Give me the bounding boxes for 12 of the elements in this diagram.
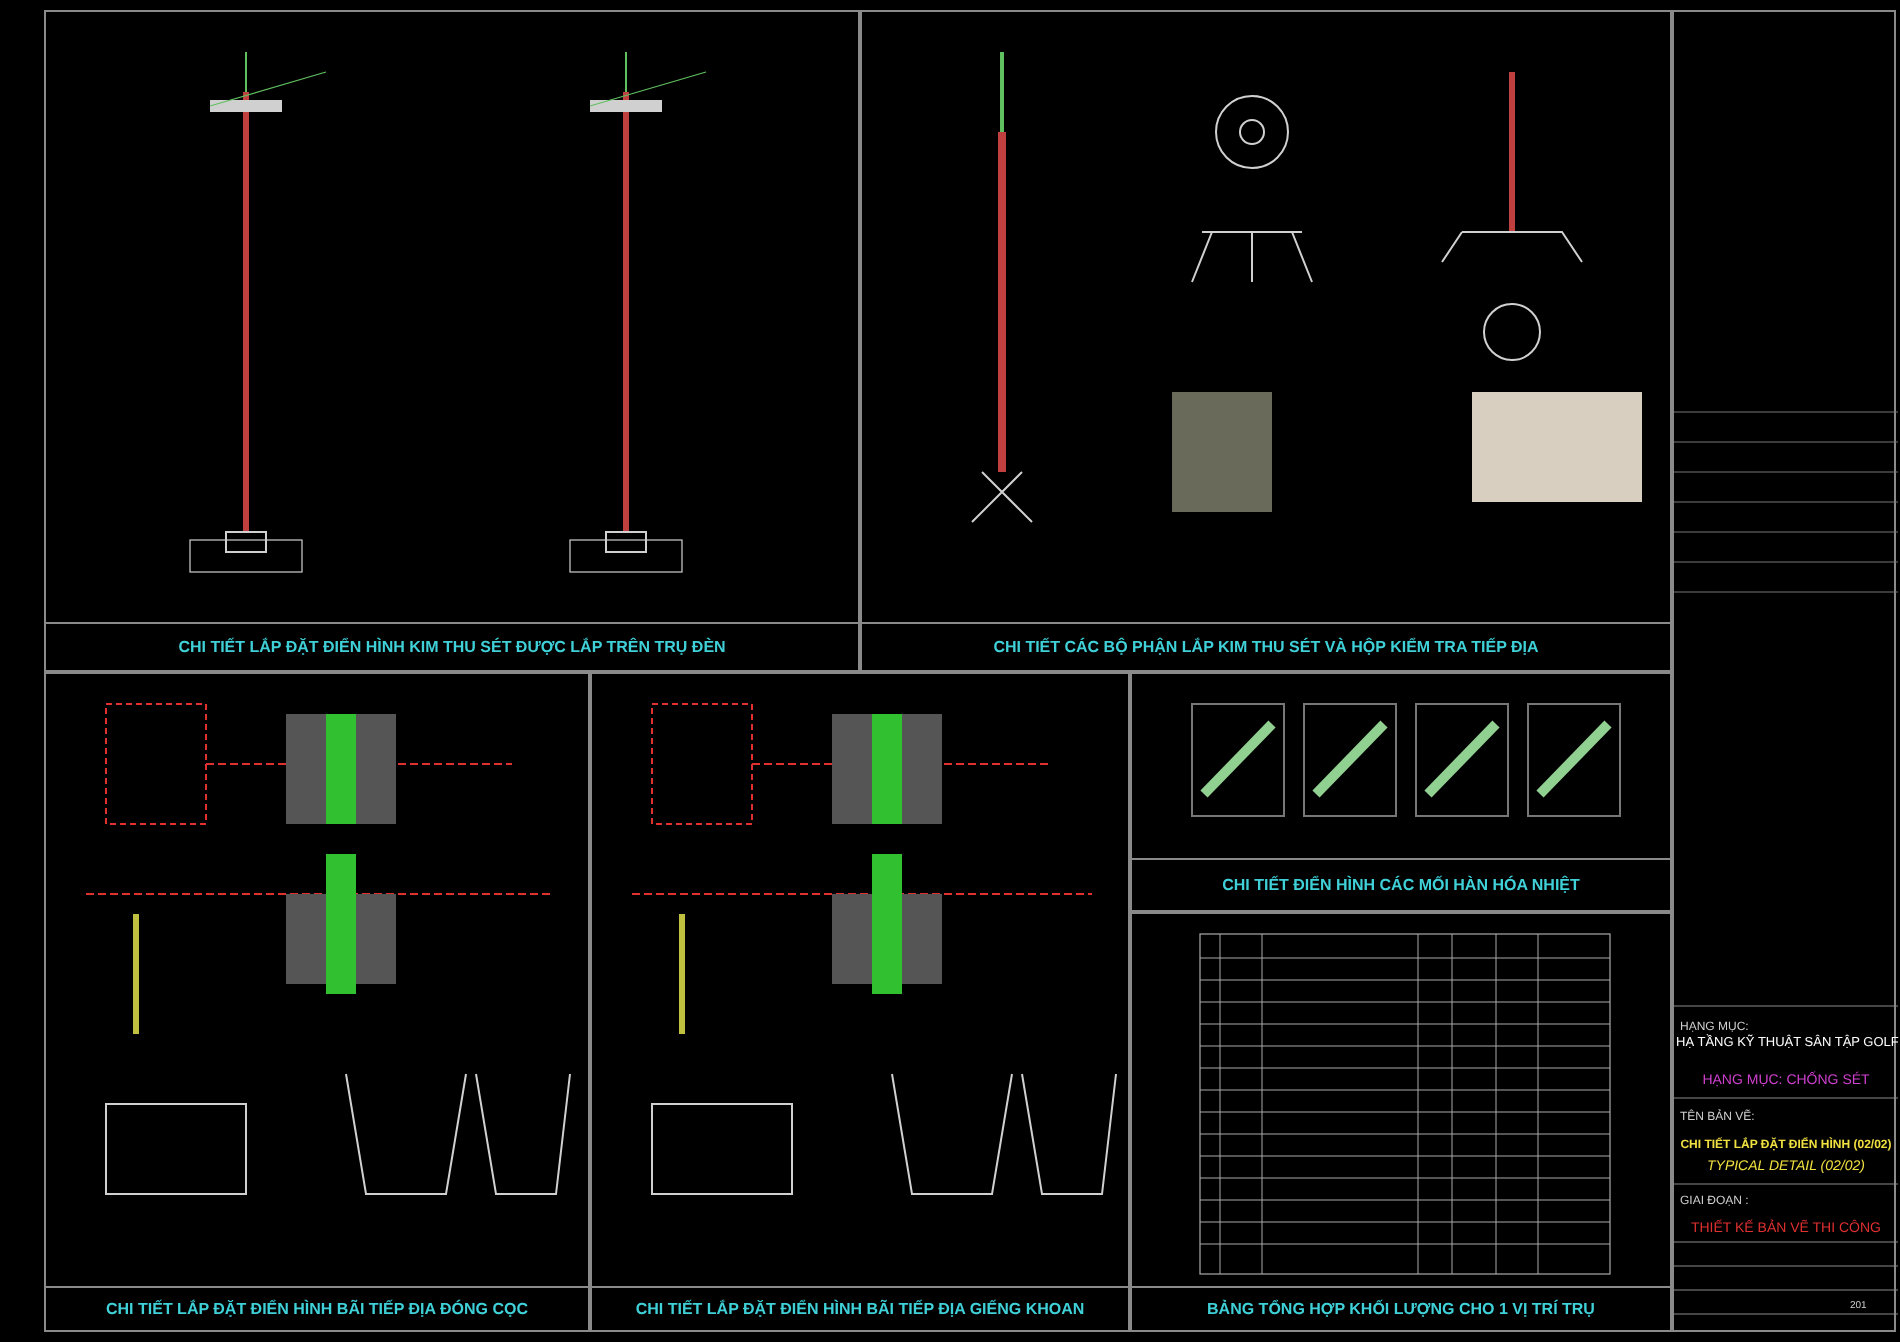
panel-title: CHI TIẾT LẮP ĐẶT ĐIỂN HÌNH BÃI TIẾP ĐỊA GIẾNG KHOAN [635, 1299, 1085, 1319]
panel-title: CHI TIẾT CÁC BỘ PHẬN LẮP KIM THU SÉT VÀ HỘP KIỂM TRA TIẾP ĐỊA [993, 637, 1539, 657]
drawing-panel [1130, 912, 1672, 1332]
drawing-panel [44, 10, 860, 672]
drawing-panel [1130, 672, 1672, 912]
panel-title: CHI TIẾT LẮP ĐẶT ĐIỂN HÌNH BÃI TIẾP ĐỊA ĐÓNG CỌC [106, 1299, 528, 1319]
drawing-panel [44, 672, 590, 1332]
panel-title: CHI TIẾT ĐIỂN HÌNH CÁC MỐI HÀN HÓA NHIỆT [1222, 875, 1580, 895]
drawing-panel [590, 672, 1130, 1332]
panel-title: CHI TIẾT LẮP ĐẶT ĐIỂN HÌNH KIM THU SÉT ĐƯỢC LẮP TRÊN TRỤ ĐÈN [178, 637, 726, 657]
drawing-panel [860, 10, 1672, 672]
panel-title: BẢNG TỔNG HỢP KHỐI LƯỢNG CHO 1 VỊ TRÍ TRỤ [1207, 1299, 1595, 1319]
